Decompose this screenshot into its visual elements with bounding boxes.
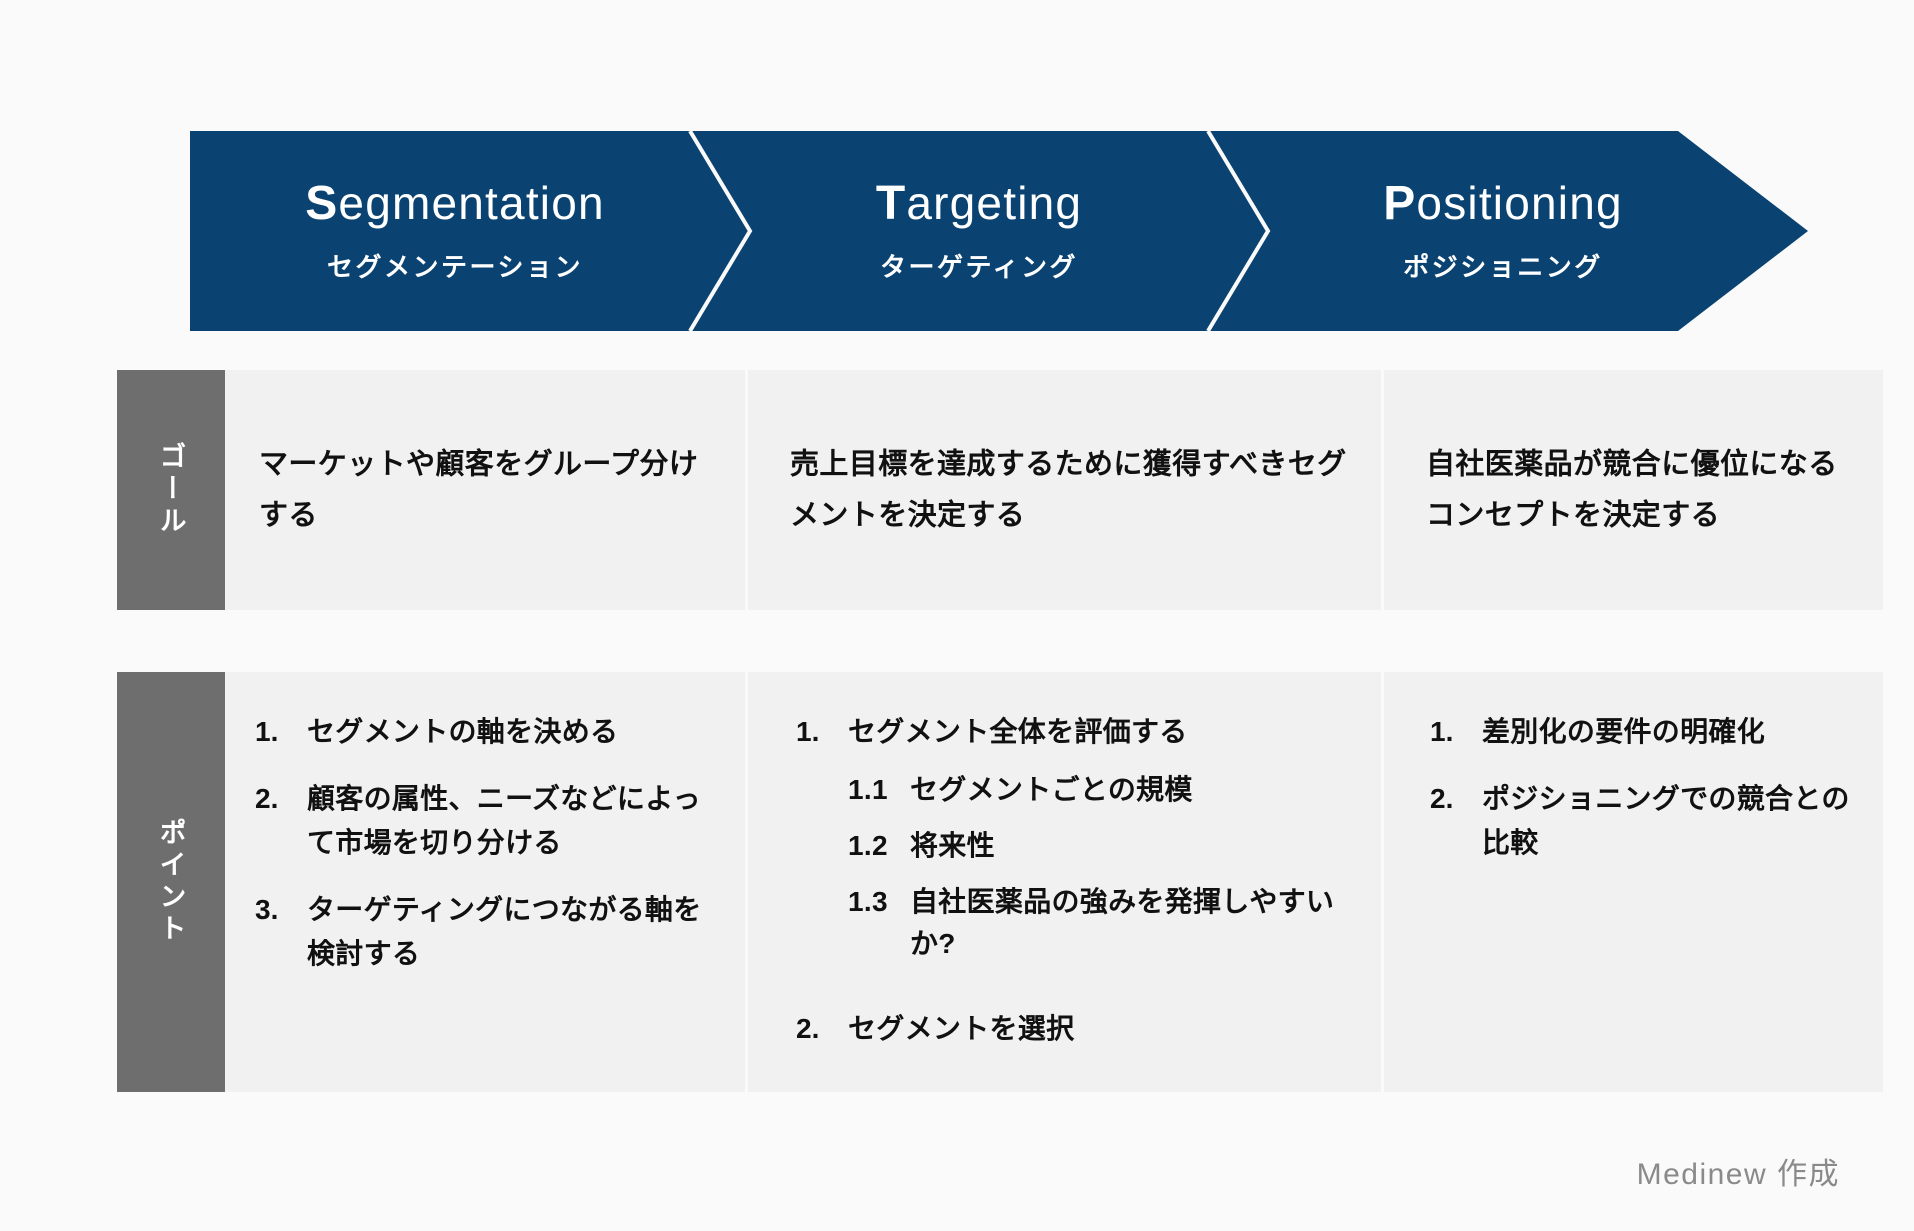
list-item: 2. セグメントを選択 [796, 1007, 1359, 1050]
list-item-number: 2. [796, 1013, 820, 1045]
banner-divider-1-icon [688, 131, 753, 331]
sublist-item-number: 1.2 [848, 830, 888, 862]
point-list: 1. 差別化の要件の明確化 2. ポジショニングでの競合との比較 [1384, 710, 1883, 888]
point-row-panels: 1. セグメントの軸を決める 2. 顧客の属性、ニーズなどによって市場を切り分け… [225, 672, 1883, 1092]
point-cell-segmentation: 1. セグメントの軸を決める 2. 顧客の属性、ニーズなどによって市場を切り分け… [225, 672, 745, 1092]
goal-cell-positioning: 自社医薬品が競合に優位になるコンセプトを決定する [1384, 370, 1883, 610]
list-item-number: 2. [255, 783, 279, 815]
point-sublist: 1.1 セグメントごとの規模 1.2 将来性 1.3 自社医薬品の強みを発揮しや… [848, 769, 1359, 965]
banner-arrow-body [190, 131, 1808, 331]
point-list: 1. セグメントの軸を決める 2. 顧客の属性、ニーズなどによって市場を切り分け… [225, 710, 745, 999]
banner-shape [190, 131, 1808, 331]
list-item-body: セグメント全体を評価する 1.1 セグメントごとの規模 1.2 将来性 [848, 710, 1359, 983]
list-item: 1. 差別化の要件の明確化 [1430, 710, 1861, 753]
point-cell-targeting: 1. セグメント全体を評価する 1.1 セグメントごとの規模 1.2 [748, 672, 1381, 1092]
point-row: ポイント 1. セグメントの軸を決める 2. 顧客の属性、ニーズなどによって市場… [117, 672, 1883, 1092]
list-item-text: セグメント全体を評価する [848, 716, 1188, 747]
list-item: 2. 顧客の属性、ニーズなどによって市場を切り分ける [255, 777, 723, 864]
banner-divider-2-icon [1206, 131, 1271, 331]
sublist-item-text: セグメントごとの規模 [910, 774, 1193, 806]
list-item-number: 2. [1430, 783, 1454, 815]
sublist-item: 1.2 将来性 [848, 825, 1359, 867]
sublist-item-text: 将来性 [910, 830, 995, 862]
list-item-text: 差別化の要件の明確化 [1482, 716, 1766, 747]
list-item-text: 顧客の属性、ニーズなどによって市場を切り分ける [307, 783, 701, 858]
goal-row: ゴール マーケットや顧客をグループ分けする 売上目標を達成するために獲得すべきセ… [117, 370, 1883, 610]
goal-cell-targeting: 売上目標を達成するために獲得すべきセグメントを決定する [748, 370, 1381, 610]
goal-row-panels: マーケットや顧客をグループ分けする 売上目標を達成するために獲得すべきセグメント… [225, 370, 1883, 610]
point-cell-positioning: 1. 差別化の要件の明確化 2. ポジショニングでの競合との比較 [1384, 672, 1883, 1092]
credit-label: Medinew 作成 [1636, 1158, 1840, 1191]
point-list: 1. セグメント全体を評価する 1.1 セグメントごとの規模 1.2 [748, 710, 1381, 1075]
list-item: 1. セグメントの軸を決める [255, 710, 723, 753]
list-item-text: セグメントを選択 [848, 1013, 1075, 1045]
goal-row-label-text: ゴール [155, 442, 186, 538]
stp-banner: Segmentation セグメンテーション Targeting ターゲティング… [190, 131, 1808, 331]
sublist-item: 1.1 セグメントごとの規模 [848, 769, 1359, 811]
goal-row-label: ゴール [117, 370, 225, 610]
sublist-item-text: 自社医薬品の強みを発揮しやすいか? [910, 886, 1335, 960]
point-row-label-text: ポイント [155, 818, 186, 946]
goal-cell-text: 自社医薬品が競合に優位になるコンセプトを決定する [1426, 448, 1838, 531]
goal-cell-text: 売上目標を達成するために獲得すべきセグメントを決定する [790, 448, 1347, 531]
sublist-item-number: 1.1 [848, 774, 888, 806]
list-item: 3. ターゲティングにつながる軸を検討する [255, 888, 723, 975]
list-item-text: セグメントの軸を決める [307, 716, 619, 747]
sublist-item-number: 1.3 [848, 886, 888, 918]
sublist-item: 1.3 自社医薬品の強みを発揮しやすいか? [848, 881, 1359, 965]
list-item: 1. セグメント全体を評価する 1.1 セグメントごとの規模 1.2 [796, 710, 1359, 983]
list-item-number: 1. [796, 716, 820, 747]
list-item-text: ターゲティングにつながる軸を検討する [307, 894, 702, 969]
list-item-number: 1. [255, 716, 279, 747]
point-row-label: ポイント [117, 672, 225, 1092]
list-item-number: 1. [1430, 716, 1454, 747]
list-item-text: ポジショニングでの競合との比較 [1482, 783, 1850, 858]
list-item: 2. ポジショニングでの競合との比較 [1430, 777, 1861, 864]
goal-cell-text: マーケットや顧客をグループ分けする [259, 448, 699, 531]
goal-cell-segmentation: マーケットや顧客をグループ分けする [225, 370, 745, 610]
list-item-number: 3. [255, 894, 279, 926]
